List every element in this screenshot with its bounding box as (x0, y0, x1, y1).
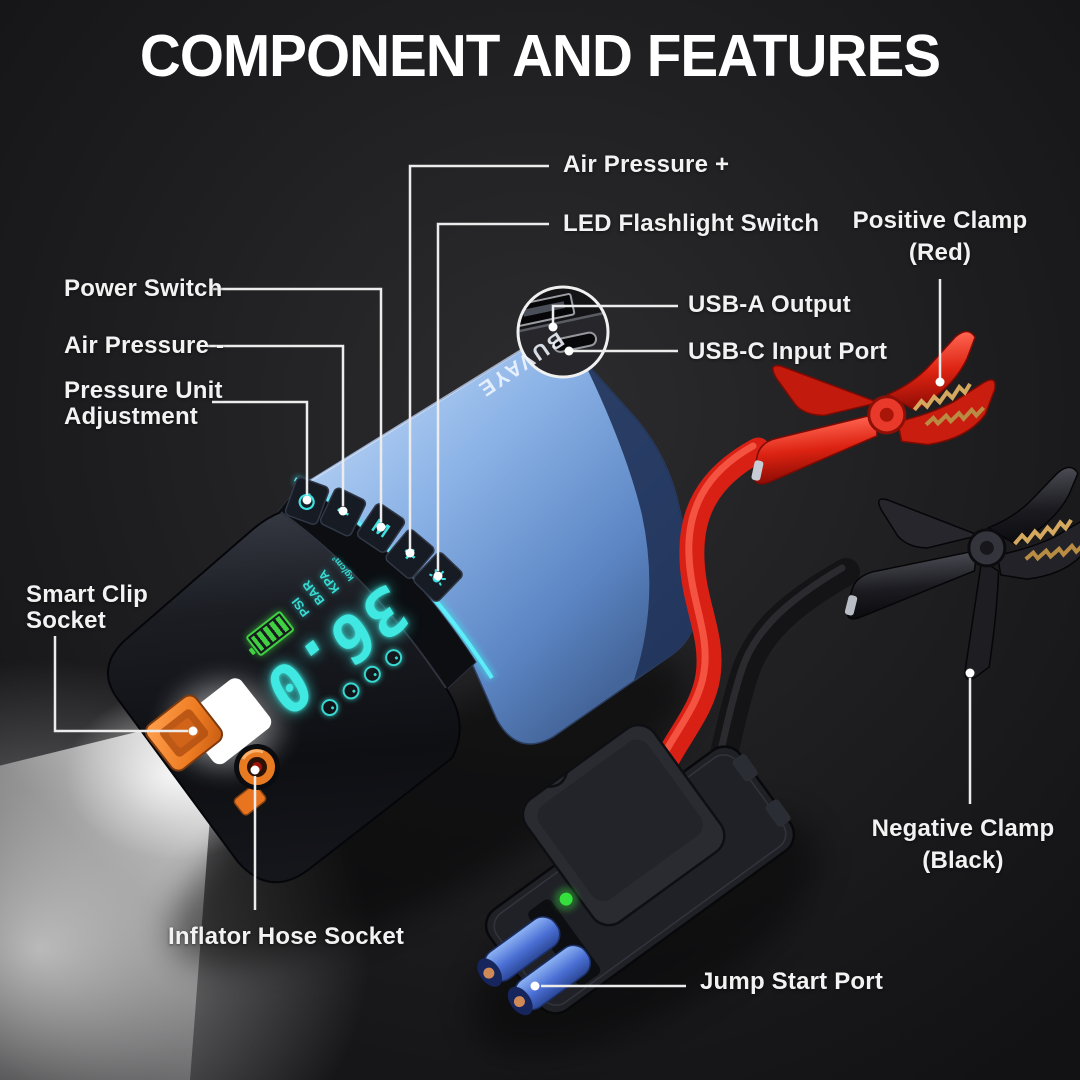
label-inflator-hose-socket: Inflator Hose Socket (168, 923, 405, 950)
label-pressure-unit-line2: Adjustment (64, 403, 198, 430)
red-cable-crimp (751, 460, 764, 481)
positive-clamp-red (751, 330, 996, 485)
label-pressure-unit-line1: Pressure Unit (64, 377, 223, 404)
leader-dots (188, 322, 975, 991)
leader-power-switch (213, 287, 383, 522)
leader-smart-clip (53, 636, 188, 733)
label-power-switch: Power Switch (64, 275, 223, 302)
label-smart-clip-line2: Socket (26, 607, 106, 634)
label-pressure-unit-adjustment: Pressure Unit Adjustment (64, 378, 223, 430)
leader-pressure-unit (212, 400, 309, 495)
magnifier-ring (516, 285, 610, 379)
jump-start-connector (477, 723, 796, 1016)
label-smart-clip-line1: Smart Clip (26, 581, 149, 608)
label-led-flashlight-switch: LED Flashlight Switch (563, 210, 820, 237)
jump-starter-device: M (106, 340, 699, 884)
body-edge-highlight (301, 347, 524, 488)
device-end-cap (582, 358, 698, 680)
leader-usb-a (551, 304, 678, 326)
jump-start-plug-1 (477, 916, 561, 987)
label-smart-clip-socket: Smart Clip Socket (26, 582, 148, 634)
label-positive-clamp-color: (Red) (908, 239, 972, 266)
label-jump-start-port: Jump Start Port (700, 968, 884, 995)
smart-clip-socket (144, 694, 224, 772)
face-edge-highlight (280, 511, 447, 689)
black-clamp-teeth-upper (1013, 518, 1073, 546)
black-clamp-lower-arm (964, 558, 1000, 680)
connector-box (521, 723, 726, 927)
label-negative-clamp-color: (Black) (922, 847, 1004, 874)
usb-c-port (552, 331, 598, 353)
leader-led-flashlight (436, 222, 549, 571)
label-negative-clamp: Negative Clamp (Black) (853, 815, 1073, 875)
black-clamp-teeth-lower (1024, 542, 1080, 562)
connector-led-glow (554, 887, 579, 912)
black-cable-crimp (844, 595, 858, 616)
label-air-pressure-minus: Air Pressure - (64, 332, 225, 359)
leader-lines (53, 164, 972, 988)
label-positive-clamp-title: Positive Clamp (852, 207, 1028, 234)
label-air-pressure-plus: Air Pressure + (563, 151, 730, 178)
label-negative-clamp-title: Negative Clamp (871, 815, 1055, 842)
leader-air-pressure-plus (408, 164, 549, 549)
jump-start-plug-2 (507, 944, 592, 1016)
red-clamp-teeth-upper (912, 382, 972, 412)
page-title: COMPONENT AND FEATURES (139, 23, 941, 89)
negative-clamp-black (844, 466, 1080, 680)
red-clamp-teeth-lower (924, 406, 986, 427)
label-usb-c-input-port: USB-C Input Port (688, 338, 888, 365)
label-usb-a-output: USB-A Output (688, 291, 851, 318)
red-cable (639, 437, 771, 805)
label-positive-clamp: Positive Clamp (Red) (840, 207, 1040, 267)
usb-inset-magnifier (516, 285, 610, 379)
leader-air-pressure-minus (207, 344, 345, 506)
